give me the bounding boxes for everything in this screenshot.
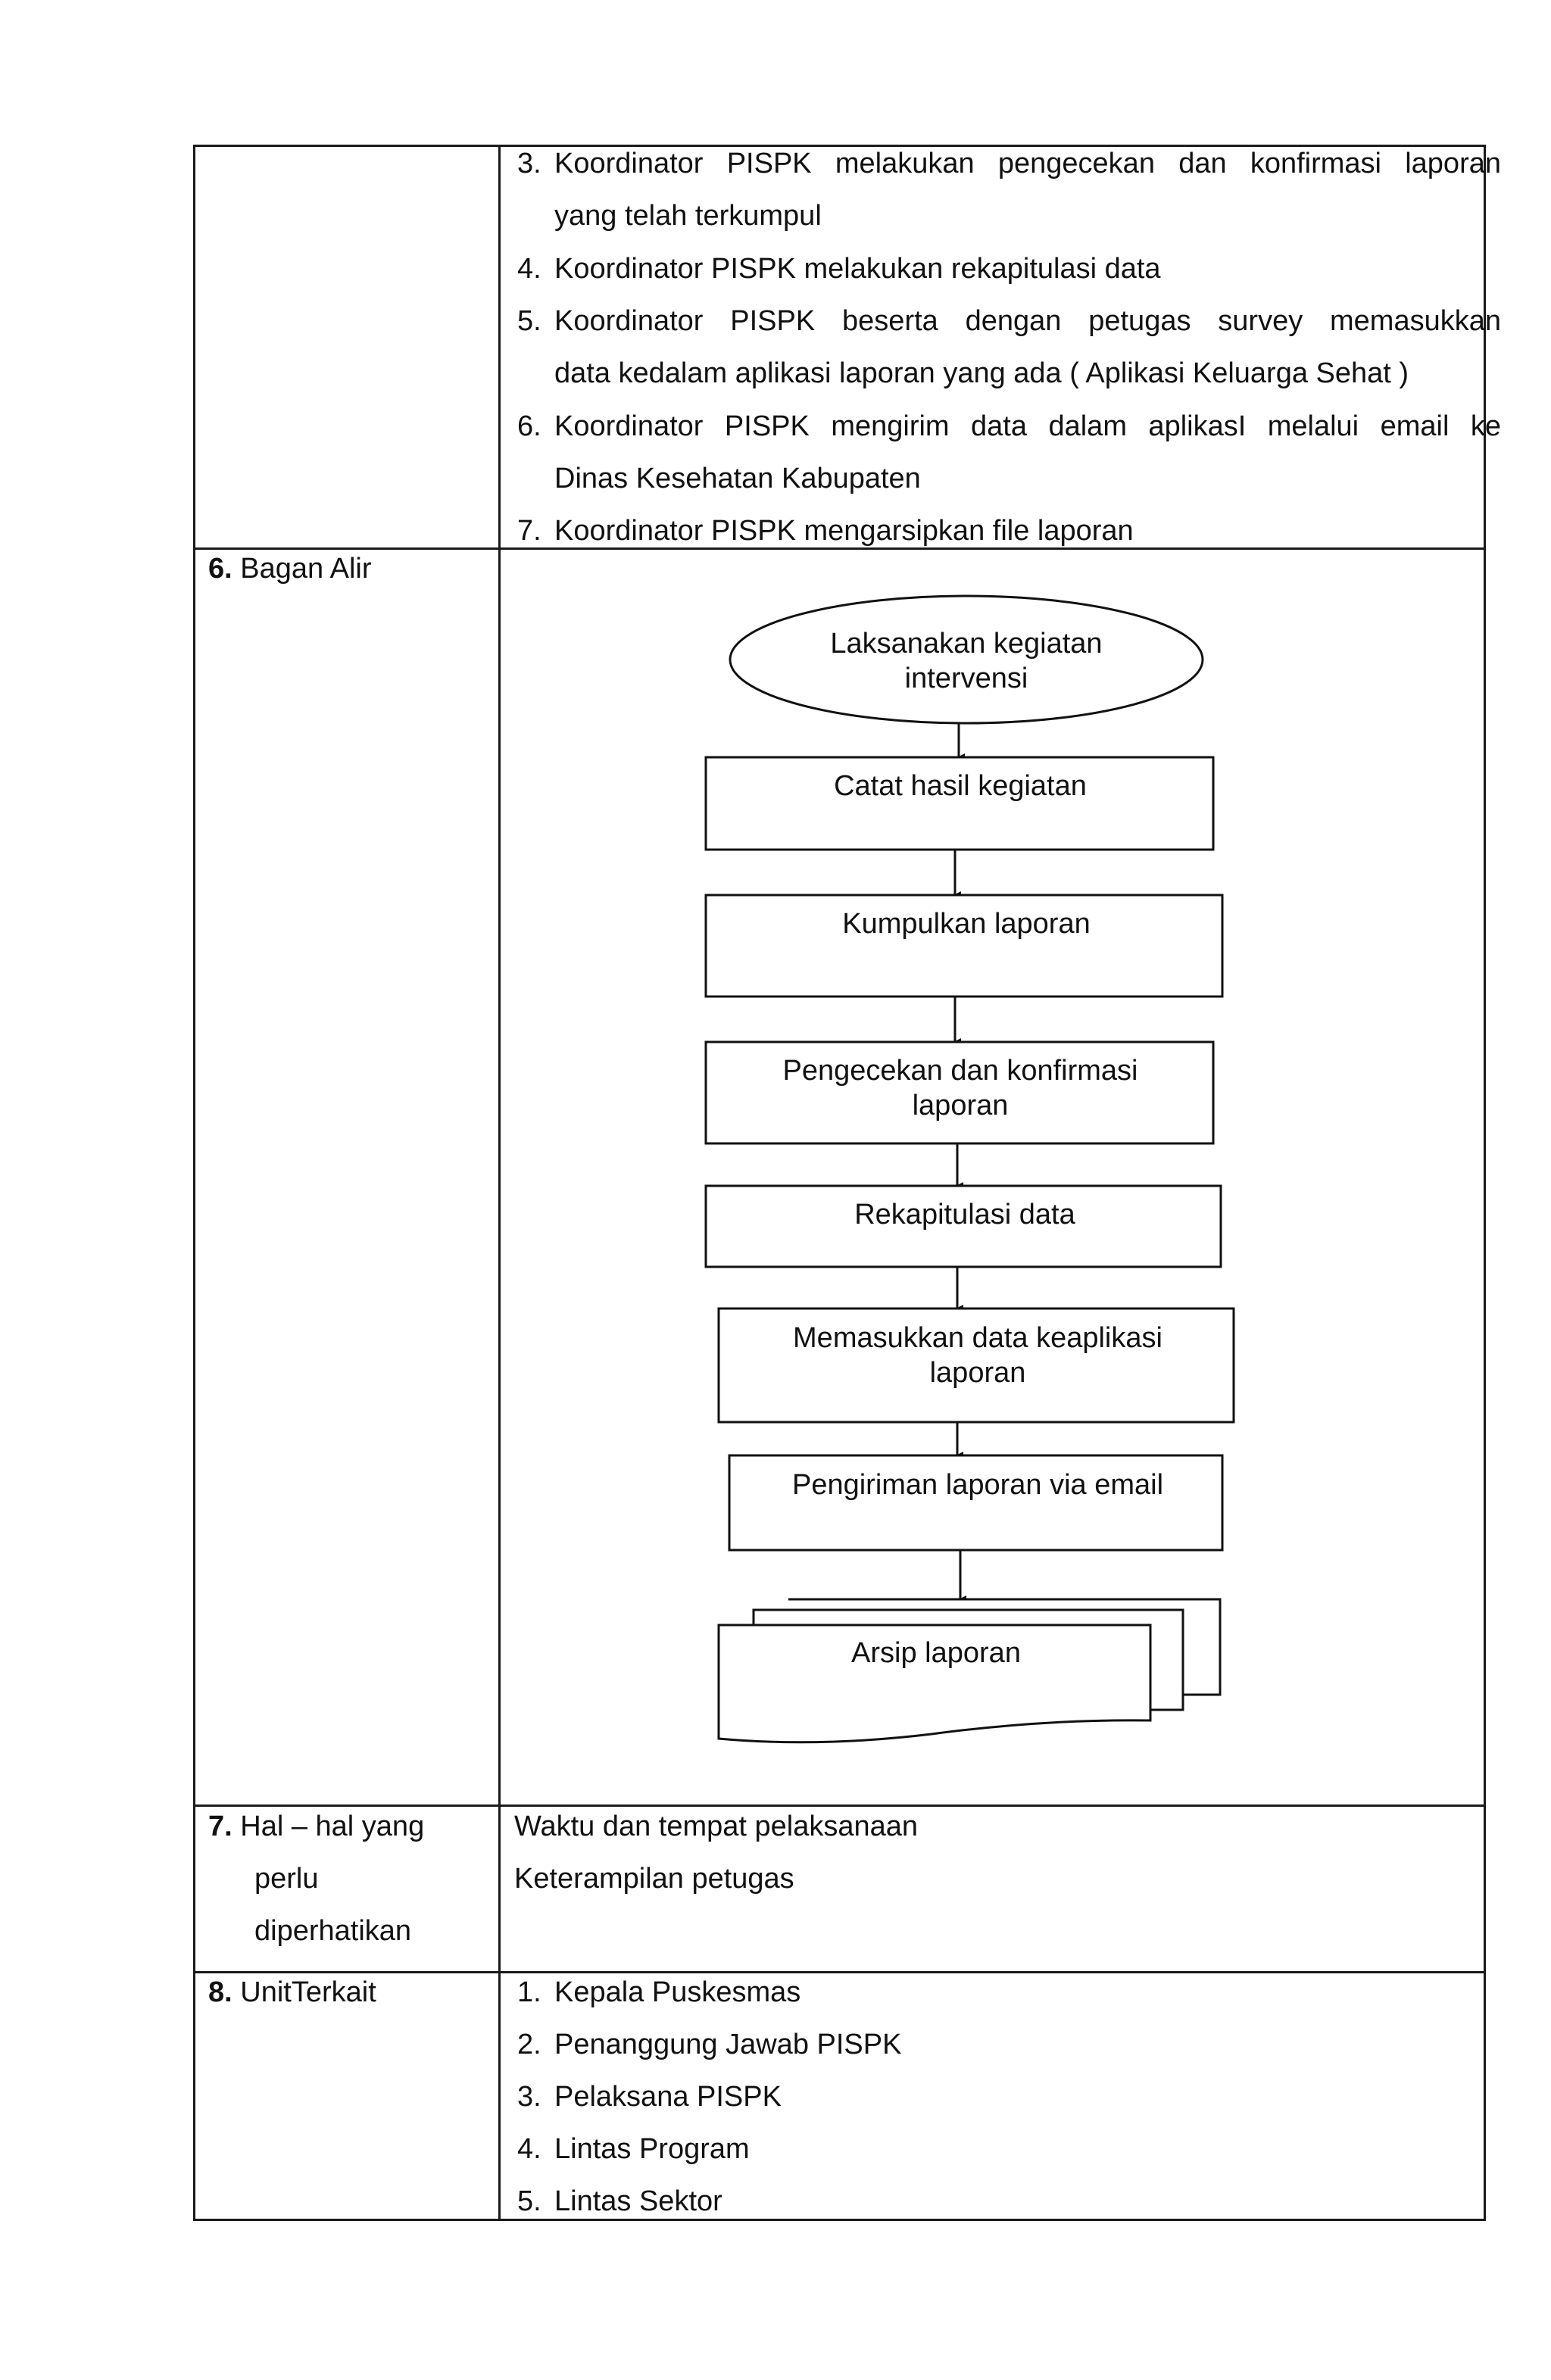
document-sheet-front — [717, 1624, 1152, 1744]
svg-text:Arsip laporan: Arsip laporan — [851, 1637, 1021, 1669]
row-divider — [193, 1804, 1486, 1807]
note-item: Keterampilan petugas — [514, 1863, 794, 1895]
svg-text:Rekapitulasi data: Rekapitulasi data — [854, 1199, 1075, 1231]
list-item-text: Dinas Kesehatan Kabupaten — [554, 463, 921, 494]
list-item-text: Lintas Sektor — [554, 2185, 722, 2217]
list-item-text: Koordinator PISPK melakukan pengecekan d… — [554, 148, 1501, 179]
list-item-text: Koordinator PISPK mengirim data dalam ap… — [554, 410, 1501, 442]
list-item-text: Pelaksana PISPK — [554, 2081, 782, 2113]
list-item-text: Koordinator PISPK mengarsipkan file lapo… — [554, 515, 1134, 547]
units-label: 8. UnitTerkait — [208, 1975, 376, 2010]
list-number: 5. — [517, 2185, 541, 2217]
list-number: 3. — [517, 148, 541, 179]
table-border-right — [1484, 145, 1486, 2221]
section-number: 6. — [208, 553, 232, 585]
list-number: 2. — [517, 2029, 541, 2060]
flowchart-arrows — [953, 723, 966, 1603]
list-item-text: Penanggung Jawab PISPK — [554, 2029, 902, 2060]
svg-text:Kumpulkan laporan: Kumpulkan laporan — [842, 908, 1090, 940]
table-border-bottom — [193, 2219, 1486, 2221]
list-item-text: Kepala Puskesmas — [554, 1976, 801, 2008]
flowchart-step-pengecekan: Pengecekan dan konfirmasi laporan — [704, 1040, 1215, 1145]
svg-text:Pengecekan dan konfirmasi: Pengecekan dan konfirmasi — [783, 1055, 1138, 1087]
list-number: 4. — [517, 253, 541, 285]
row-divider — [193, 547, 1486, 550]
svg-text:Memasukkan data keaplikasi: Memasukkan data keaplikasi — [793, 1322, 1162, 1354]
flowchart-start-line2: intervensi — [905, 663, 1028, 694]
flowchart-start: Laksanakan kegiatan intervensi — [729, 594, 1204, 725]
section-number: 8. — [208, 1976, 232, 2008]
flowchart-start-line1: Laksanakan kegiatan — [830, 628, 1102, 660]
list-number: 6. — [517, 410, 541, 442]
flowchart-step-kumpulkan: Kumpulkan laporan — [704, 894, 1224, 998]
svg-text:Catat hasil kegiatan: Catat hasil kegiatan — [834, 770, 1087, 802]
svg-text:laporan: laporan — [913, 1090, 1009, 1121]
section-number: 7. — [208, 1811, 232, 1842]
row-divider — [193, 1971, 1486, 1973]
svg-text:Pengiriman laporan via email: Pengiriman laporan via email — [792, 1469, 1163, 1501]
list-item-text: Koordinator PISPK beserta dengan petugas… — [554, 305, 1501, 337]
list-number: 4. — [517, 2133, 541, 2165]
section-title: UnitTerkait — [240, 1976, 376, 2008]
flowchart-step-memasukkan: Memasukkan data keaplikasi laporan — [717, 1307, 1235, 1424]
list-item-text: data kedalam aplikasi laporan yang ada (… — [554, 357, 1409, 389]
note-item: Waktu dan tempat pelaksanaan — [514, 1811, 919, 1842]
flowchart-document-stack: Arsip laporan — [717, 1598, 1222, 1744]
list-number: 7. — [517, 515, 541, 547]
list-number: 3. — [517, 2081, 541, 2113]
list-item-text: Lintas Program — [554, 2133, 750, 2165]
table-border-left — [193, 145, 195, 2221]
list-item-text: Koordinator PISPK melakukan rekapitulasi… — [554, 253, 1161, 285]
section-title-cont: perlu — [254, 1863, 319, 1895]
section-title: Bagan Alir — [240, 553, 372, 585]
list-number: 1. — [517, 1976, 541, 2008]
list-number: 5. — [517, 305, 541, 337]
section-title: Hal – hal yang — [240, 1811, 425, 1842]
table-border-middle — [498, 145, 501, 2221]
table-border-top — [193, 145, 1486, 147]
flowchart-step-pengiriman: Pengiriman laporan via email — [728, 1454, 1224, 1552]
section-label: 6. Bagan Alir — [208, 551, 372, 586]
list-item-text: yang telah terkumpul — [554, 200, 822, 232]
section-title-cont: diperhatikan — [254, 1915, 412, 1947]
flowchart-step-catat: Catat hasil kegiatan — [704, 756, 1215, 851]
svg-text:laporan: laporan — [930, 1357, 1026, 1389]
flowchart-step-rekapitulasi: Rekapitulasi data — [704, 1184, 1222, 1268]
